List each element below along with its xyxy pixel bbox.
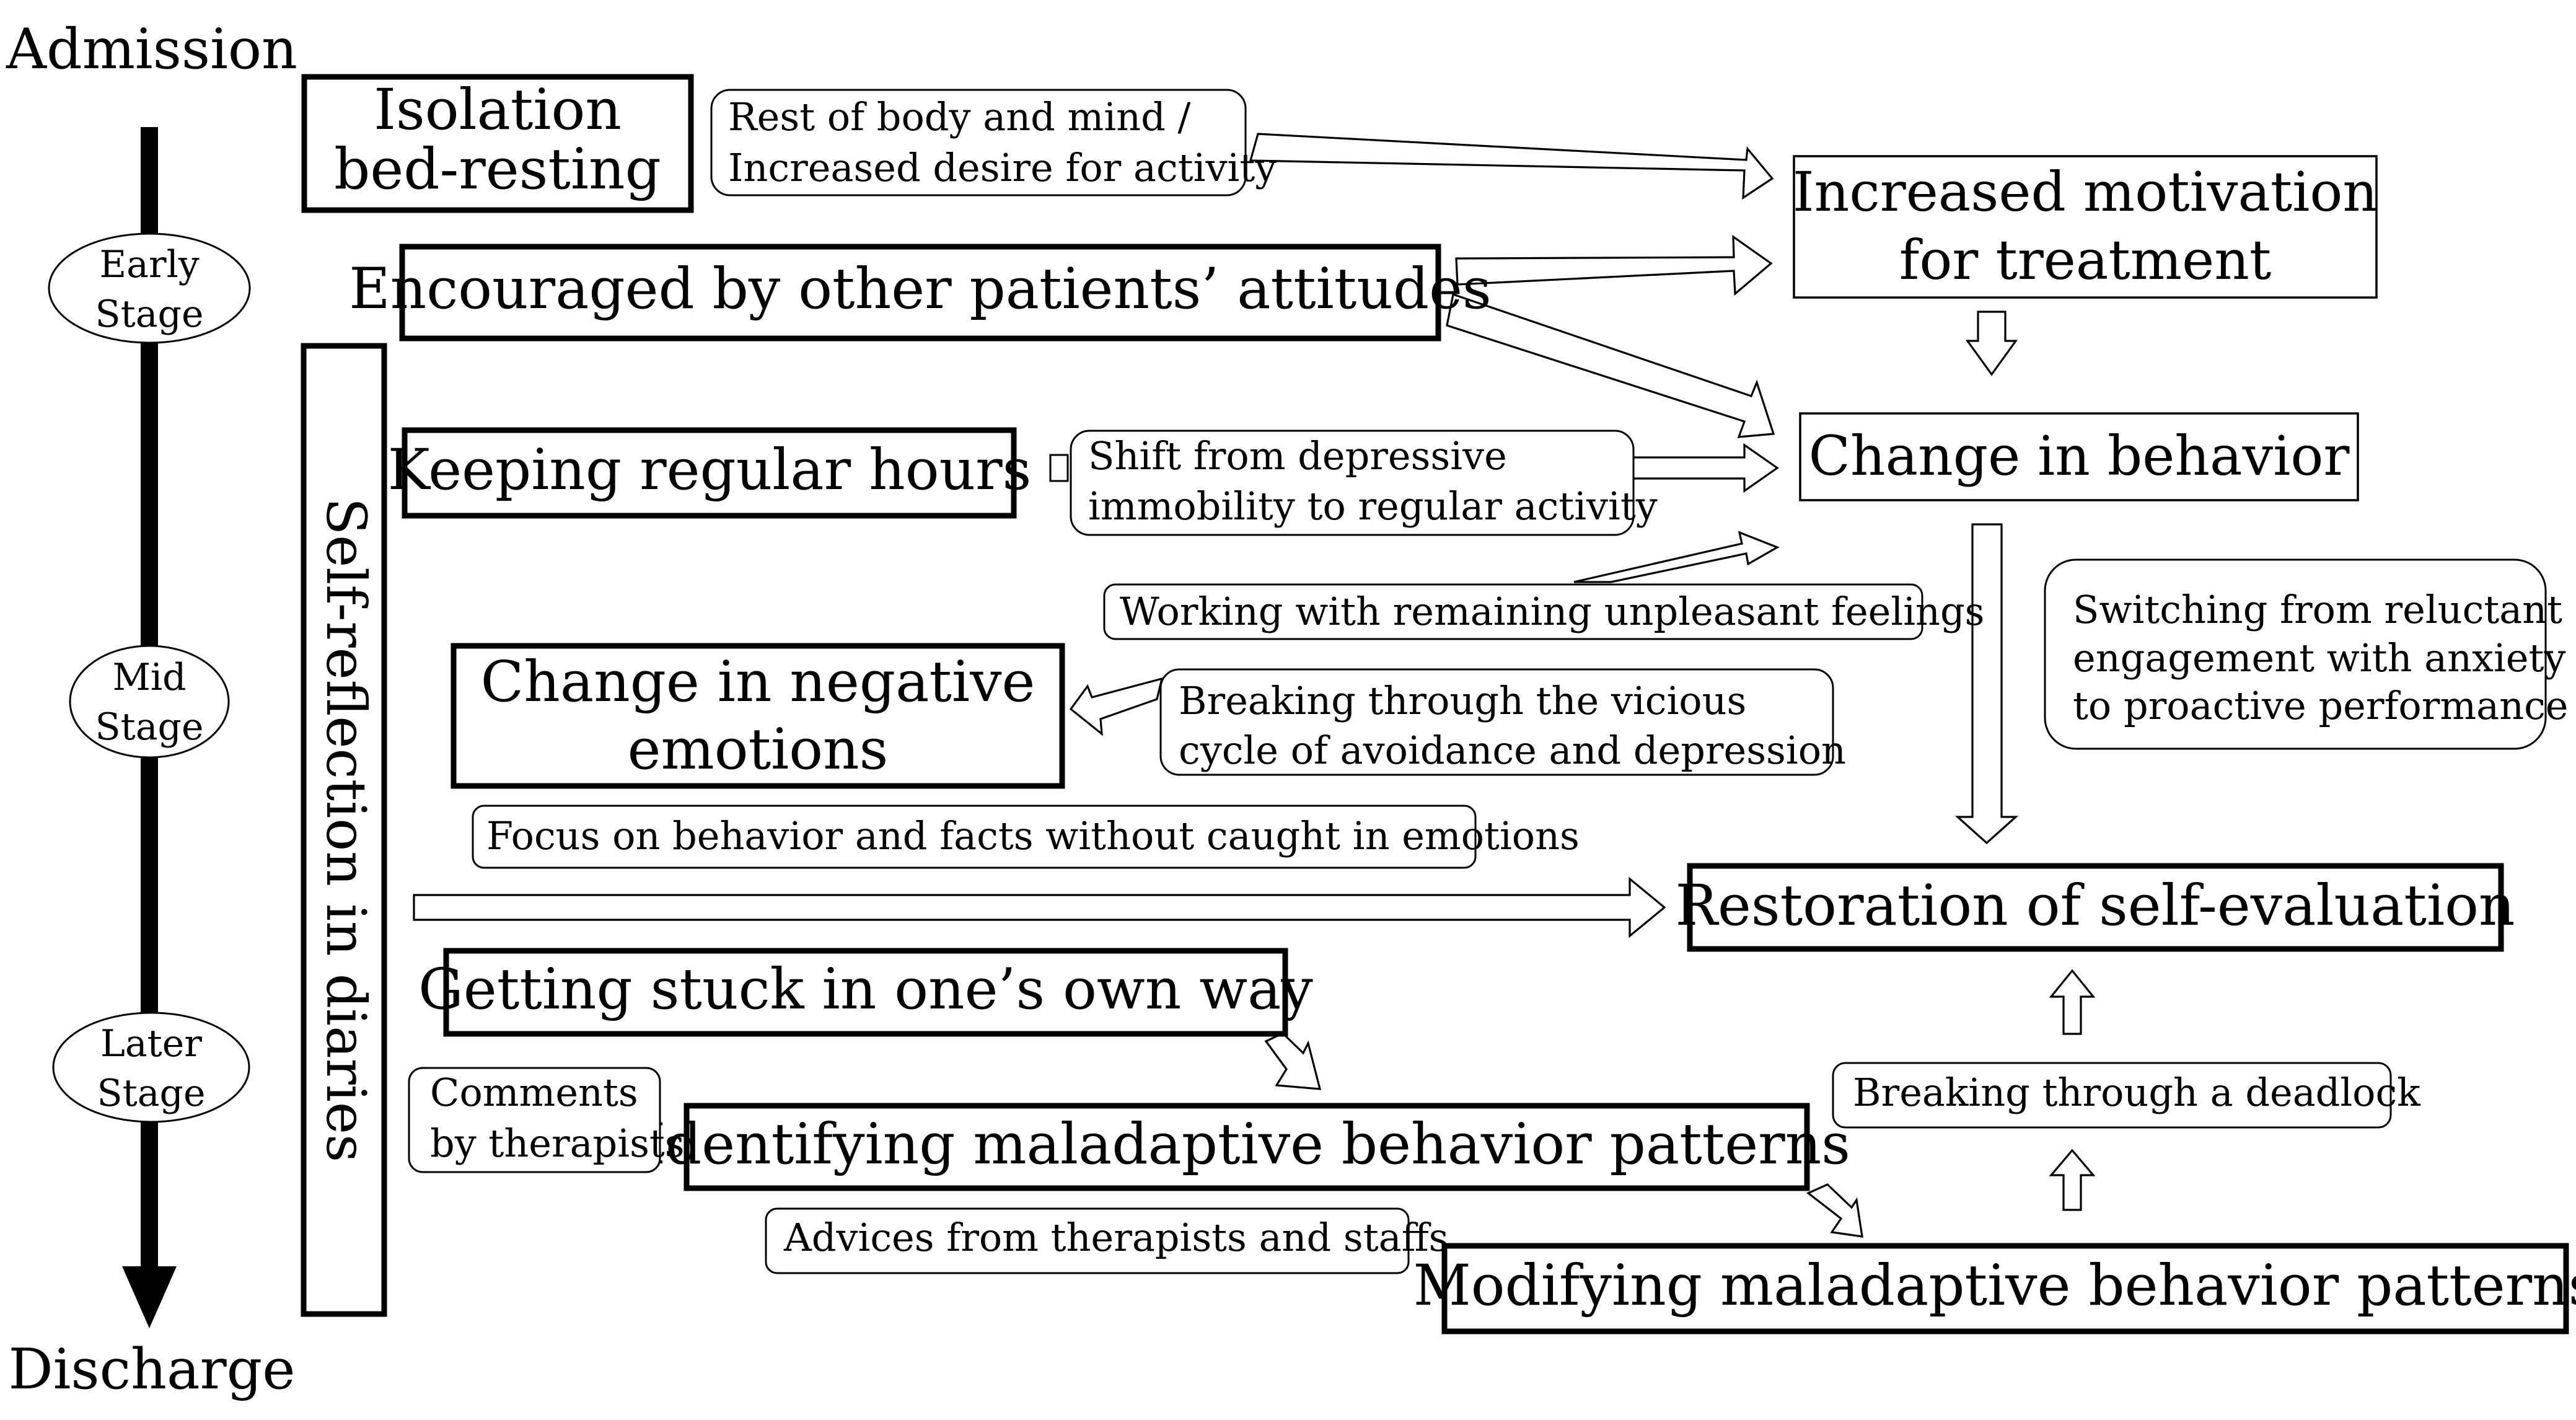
- stage-mid-line2: Stage: [95, 705, 204, 749]
- unpleasant-note: Working with remaining unpleasant feelin…: [1103, 583, 1984, 640]
- shift-line1: Shift from depressive: [1088, 433, 1507, 478]
- stage-early: Early Stage: [48, 232, 251, 344]
- negative-emotions-line2: emotions: [628, 717, 889, 782]
- vicious-cycle-line2: cycle of avoidance and depression: [1179, 728, 1846, 773]
- rest-line2: Increased desire for activity: [728, 145, 1277, 190]
- stage-later-line2: Stage: [97, 1072, 206, 1115]
- negative-emotions-line1: Change in negative: [481, 650, 1035, 715]
- stage-later: Later Stage: [52, 1012, 250, 1123]
- encouraged-label: Encouraged by other patients’ attitudes: [349, 257, 1492, 322]
- arrow-diaries-to-self-evaluation: [413, 876, 1666, 938]
- advices-note: Advices from therapists and staffs: [765, 1207, 1448, 1274]
- comments-line1: Comments: [430, 1070, 638, 1115]
- self-evaluation-box: Restoration of self-evaluation: [1676, 863, 2515, 952]
- advices-label: Advices from therapists and staffs: [783, 1215, 1448, 1260]
- arrow-behavior-to-self-evaluation: [1954, 523, 2019, 845]
- identifying-box: Identifying maladaptive behavior pattern…: [643, 1103, 1850, 1191]
- shift-note: Shift from depressive immobility to regu…: [1070, 430, 1658, 536]
- regular-hours-label: Keeping regular hours: [388, 438, 1032, 503]
- identifying-label: Identifying maladaptive behavior pattern…: [643, 1112, 1850, 1177]
- timeline-arrowhead: [122, 1266, 177, 1328]
- self-evaluation-label: Restoration of self-evaluation: [1676, 873, 2515, 938]
- behavior-change-label: Change in behavior: [1809, 424, 2350, 488]
- stage-early-line1: Early: [99, 243, 199, 286]
- switching-line2: engagement with anxiety: [2073, 635, 2565, 681]
- arrow-encouraged-to-motivation: [1455, 234, 1773, 296]
- stage-later-line1: Later: [100, 1022, 202, 1065]
- motivation-box: Increased motivation for treatment: [1793, 155, 2378, 299]
- focus-label: Focus on behavior and facts without caug…: [486, 813, 1580, 858]
- comments-note: Comments by therapists: [408, 1067, 685, 1173]
- motivation-line1: Increased motivation: [1793, 160, 2378, 224]
- rest-note: Rest of body and mind / Increased desire…: [710, 89, 1277, 196]
- arrow-deadlock-to-self-evaluation: [2049, 969, 2096, 1035]
- arrow-modifying-to-deadlock: [2049, 1149, 2096, 1211]
- stuck-box: Getting stuck in one’s own way: [418, 948, 1313, 1037]
- arrow-encouraged-to-behavior: [1446, 293, 1775, 438]
- modifying-box: Modifying maladaptive behavior patterns: [1413, 1243, 2576, 1334]
- focus-note: Focus on behavior and facts without caug…: [472, 805, 1580, 869]
- arrow-shift-to-behavior: [1630, 443, 1779, 493]
- diary-bar: [301, 343, 387, 1317]
- arrow-identifying-to-modifying: [1806, 1183, 1863, 1238]
- stage-early-line2: Stage: [95, 293, 204, 336]
- comments-line2: by therapists: [430, 1121, 685, 1166]
- arrow-unpleasant-to-behavior: [1573, 531, 1780, 583]
- stage-mid: Mid Stage: [69, 645, 230, 759]
- motivation-line2: for treatment: [1899, 228, 2272, 292]
- behavior-change-box: Change in behavior: [1799, 412, 2359, 501]
- regular-hours-box: Keeping regular hours: [388, 427, 1032, 519]
- arrow-rest-to-motivation: [1249, 133, 1774, 200]
- switching-line1: Switching from reluctant: [2073, 587, 2562, 632]
- isolation-box: Isolation bed-resting: [301, 74, 694, 213]
- switching-line3: to proactive performance: [2073, 683, 2569, 728]
- deadlock-note: Breaking through a deadlock: [1832, 1062, 2420, 1129]
- admission-label: Admission: [6, 17, 297, 82]
- stage-mid-line1: Mid: [112, 656, 186, 699]
- unpleasant-label: Working with remaining unpleasant feelin…: [1120, 589, 1984, 634]
- diary-bar-label: Self-reflection in diaries: [314, 498, 378, 1162]
- encouraged-box: Encouraged by other patients’ attitudes: [349, 244, 1492, 342]
- switching-note: Switching from reluctant engagement with…: [2044, 558, 2569, 750]
- vicious-cycle-line1: Breaking through the vicious: [1179, 678, 1746, 723]
- negative-emotions-box: Change in negative emotions: [451, 643, 1065, 789]
- deadlock-label: Breaking through a deadlock: [1853, 1070, 2420, 1115]
- arrow-vicious-to-emotions: [1069, 677, 1164, 736]
- rest-line1: Rest of body and mind /: [728, 94, 1190, 139]
- isolation-line1: Isolation: [374, 77, 622, 143]
- isolation-line2: bed-resting: [334, 137, 661, 202]
- vicious-cycle-note: Breaking through the vicious cycle of av…: [1159, 668, 1846, 776]
- modifying-label: Modifying maladaptive behavior patterns: [1413, 1253, 2576, 1318]
- stuck-label: Getting stuck in one’s own way: [418, 957, 1313, 1022]
- regular-hours-connector: [1049, 454, 1069, 482]
- arrow-motivation-to-behavior: [1965, 311, 2018, 376]
- shift-line2: immobility to regular activity: [1088, 483, 1658, 529]
- arrow-stuck-to-identifying: [1264, 1032, 1322, 1090]
- discharge-label: Discharge: [8, 1337, 295, 1402]
